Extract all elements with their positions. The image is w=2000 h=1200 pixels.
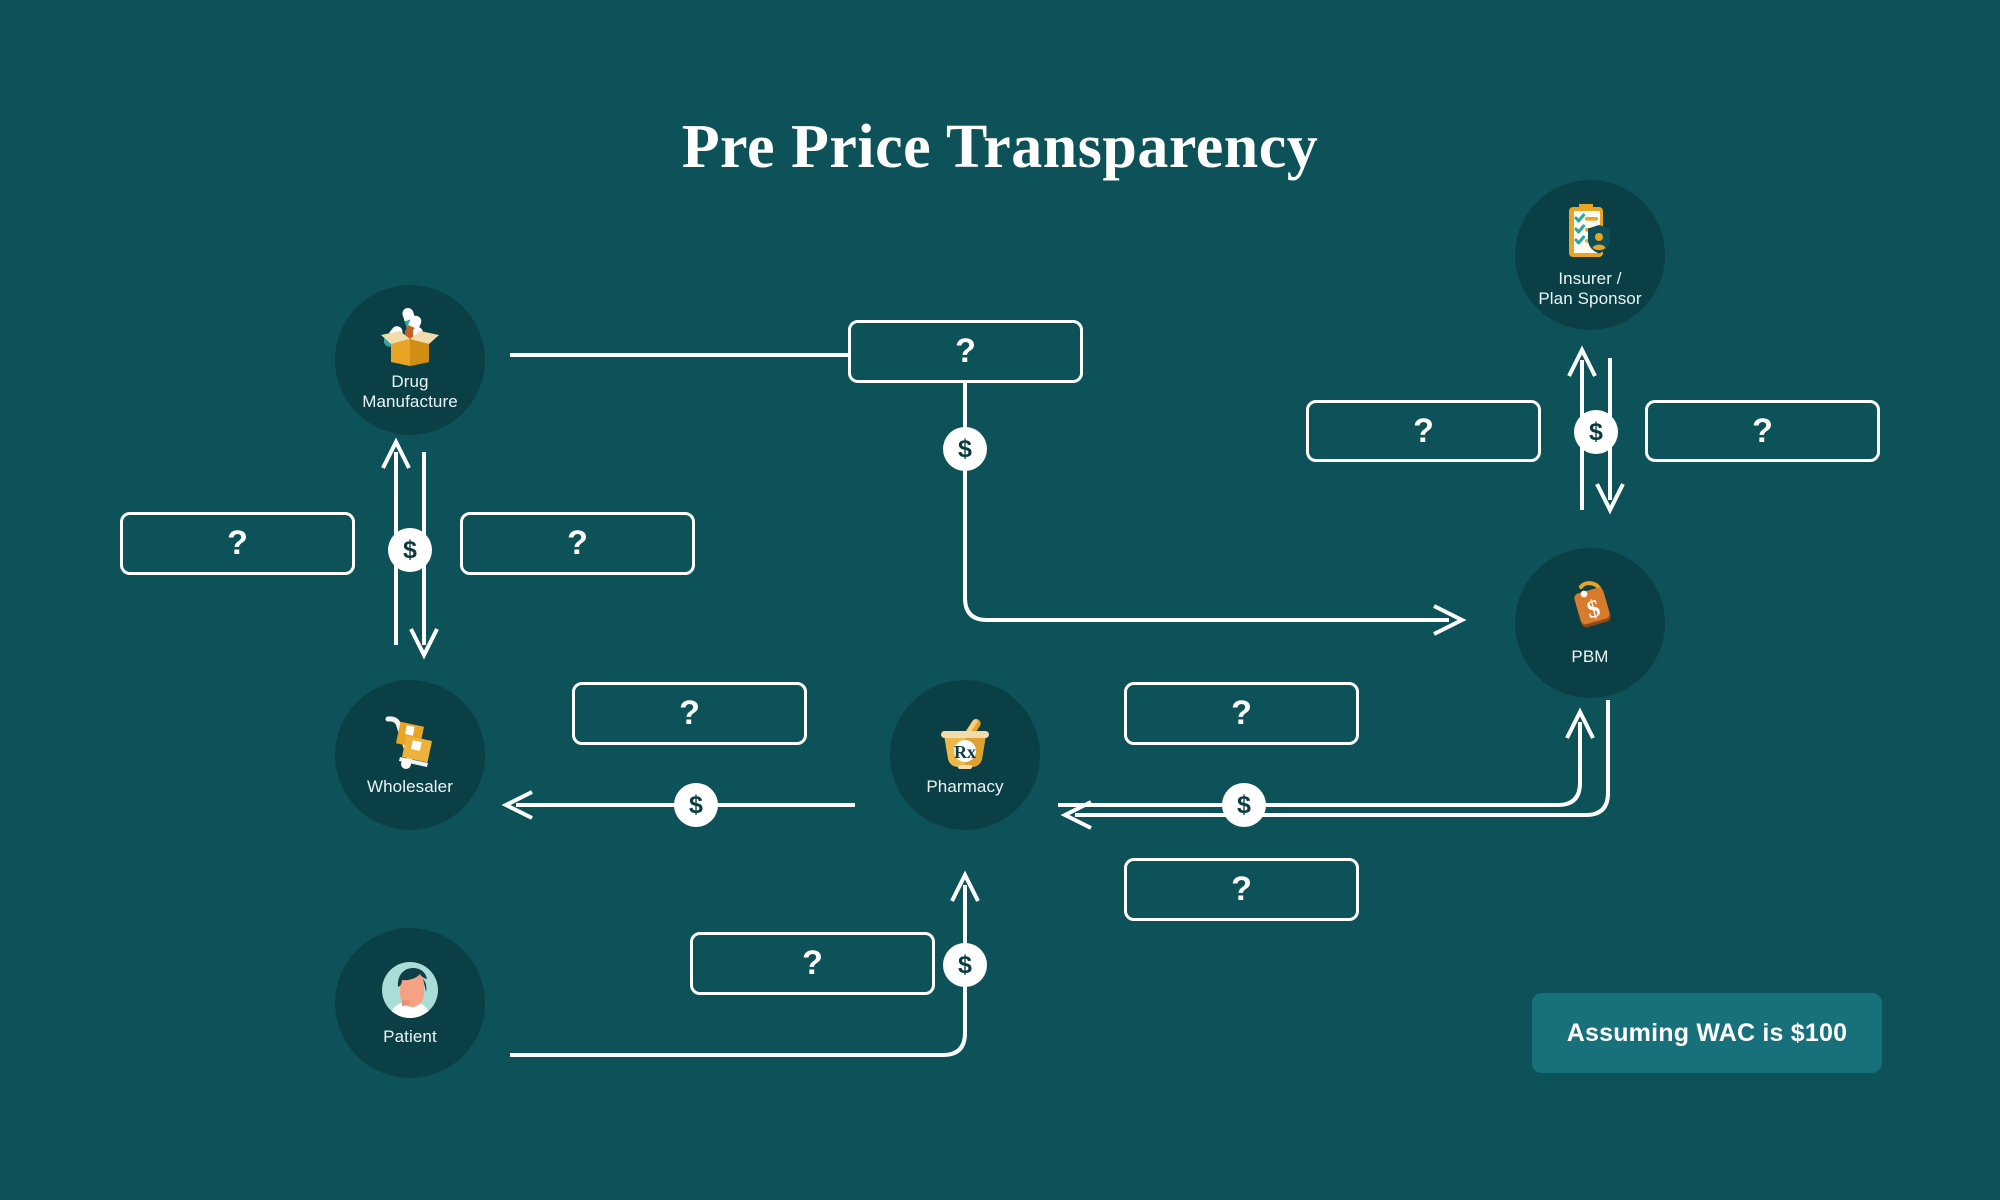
- wire-topbox-to-pbm: [963, 382, 1449, 622]
- box-patient-pharmacy[interactable]: ?: [690, 932, 935, 995]
- wac-note-text: Assuming WAC is $100: [1566, 1018, 1848, 1047]
- badge-pharmacy-pbm: $: [1222, 783, 1266, 827]
- arrowhead-pharmacy-to-wholesaler: [501, 790, 533, 820]
- arrowhead-manufacturer-down: [409, 628, 439, 660]
- clipboard-shield-icon: [1559, 201, 1621, 263]
- wire-patient-to-pharmacy: [510, 885, 967, 1057]
- mortar-pestle-rx-icon: Rx: [934, 713, 996, 771]
- dollar-symbol: $: [689, 790, 703, 819]
- dollar-symbol: $: [403, 535, 417, 564]
- dollar-symbol: $: [1589, 417, 1603, 446]
- badge-pharmacy-wholesaler: $: [674, 783, 718, 827]
- node-label-drug-manufacture: Drug Manufacture: [362, 372, 458, 411]
- box-pharmacy-pbm-lower[interactable]: ?: [1124, 858, 1359, 921]
- arrowhead-insurer-up: [1567, 345, 1597, 377]
- box-value: ?: [679, 694, 700, 732]
- wac-assumption-note: Assuming WAC is $100: [1532, 993, 1882, 1073]
- box-pharmacy-pbm-upper[interactable]: ?: [1124, 682, 1359, 745]
- price-tag-dollar-icon: $: [1559, 579, 1621, 641]
- box-insurer-right[interactable]: ?: [1645, 400, 1880, 462]
- box-manufacturer-left[interactable]: ?: [120, 512, 355, 575]
- box-value: ?: [1231, 870, 1252, 908]
- badge-insurer-pbm: $: [1574, 410, 1618, 454]
- dollar-symbol: $: [958, 434, 972, 463]
- dollar-symbol: $: [1237, 790, 1251, 819]
- wire-pharmacy-to-pbm-up: [1058, 722, 1582, 807]
- arrowhead-pbm-to-pharmacy-left: [1060, 800, 1092, 830]
- node-insurer[interactable]: Insurer / Plan Sponsor: [1515, 180, 1665, 330]
- hand-truck-icon: [380, 713, 440, 771]
- node-drug-manufacture[interactable]: Drug Manufacture: [335, 285, 485, 435]
- box-value: ?: [567, 524, 588, 562]
- node-wholesaler[interactable]: Wholesaler: [335, 680, 485, 830]
- box-wholesaler-pharmacy[interactable]: ?: [572, 682, 807, 745]
- node-label-pbm: PBM: [1571, 647, 1609, 667]
- arrowhead-patient-to-pharmacy: [950, 870, 980, 902]
- arrowhead-pharmacy-to-pbm-up: [1565, 707, 1595, 739]
- box-manufacturer-right[interactable]: ?: [460, 512, 695, 575]
- node-label-patient: Patient: [383, 1027, 437, 1047]
- box-value: ?: [1413, 411, 1434, 450]
- badge-manufacturer-vertical: $: [388, 528, 432, 572]
- patient-avatar-icon: [379, 959, 441, 1021]
- node-label-insurer: Insurer / Plan Sponsor: [1538, 269, 1642, 308]
- box-value: ?: [1231, 694, 1252, 732]
- node-patient[interactable]: Patient: [335, 928, 485, 1078]
- box-value: ?: [227, 524, 248, 562]
- badge-manufacturer-pbm: $: [943, 427, 987, 471]
- arrowhead-manufacturer-up: [381, 437, 411, 469]
- wire-pbm-to-pharmacy-left: [1075, 700, 1610, 817]
- box-value: ?: [955, 332, 976, 370]
- pill-box-icon: [379, 308, 441, 367]
- node-label-pharmacy: Pharmacy: [926, 777, 1004, 797]
- badge-patient-pharmacy: $: [943, 943, 987, 987]
- arrowhead-insurer-down: [1595, 483, 1625, 515]
- page-title: Pre Price Transparency: [681, 113, 1319, 181]
- node-pbm[interactable]: $ PBM: [1515, 548, 1665, 698]
- box-insurer-left[interactable]: ?: [1306, 400, 1541, 462]
- node-label-wholesaler: Wholesaler: [366, 777, 454, 797]
- box-manufacturer-pbm-top[interactable]: ?: [848, 320, 1083, 383]
- svg-text:Rx: Rx: [954, 742, 976, 762]
- node-pharmacy[interactable]: Rx Pharmacy: [890, 680, 1040, 830]
- dollar-symbol: $: [958, 950, 972, 979]
- arrowhead-topbox-to-pbm: [1433, 604, 1467, 636]
- box-value: ?: [1752, 411, 1773, 450]
- box-value: ?: [802, 944, 823, 982]
